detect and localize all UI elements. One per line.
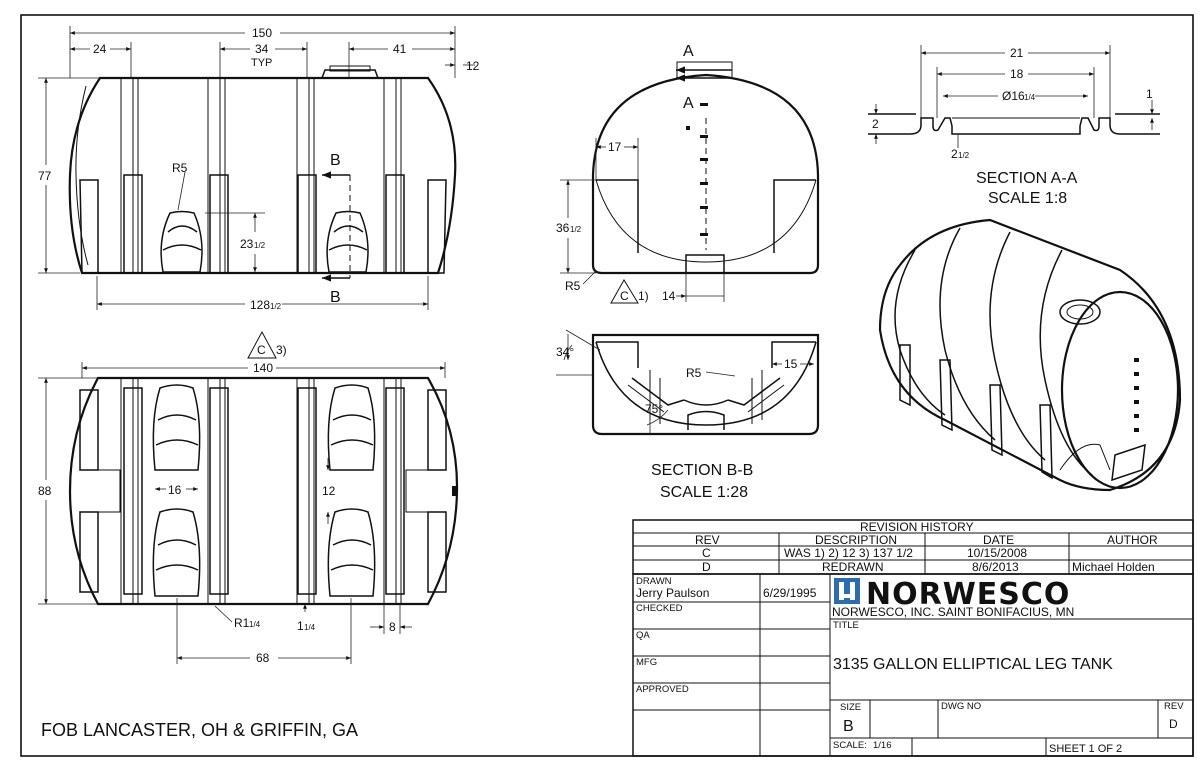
dim-8: 8 xyxy=(389,620,396,634)
dim-17: 17 xyxy=(608,140,622,154)
title-label: TITLE xyxy=(833,620,859,631)
section-b-top: B xyxy=(330,152,341,169)
revision-history-title: REVISION HISTORY xyxy=(860,520,974,534)
rev-value: D xyxy=(1169,717,1178,731)
dim-dia16: Ø16 xyxy=(1002,89,1025,103)
section-b-bottom: B xyxy=(330,289,341,306)
company-name: NORWESCO, INC. SAINT BONIFACIUS, MN xyxy=(832,605,1074,619)
drawn-by: Jerry Paulson xyxy=(636,586,709,600)
rev-row-c-rev: C xyxy=(702,546,711,560)
dim-15: 15 xyxy=(784,357,798,371)
section-a-bottom: A xyxy=(683,95,694,112)
dim-16: 16 xyxy=(168,483,182,497)
rev-header-date: DATE xyxy=(983,533,1014,547)
dim-12-top: 12 xyxy=(322,484,336,498)
rev-row-c-desc: WAS 1) 2) 12 3) 137 1/2 xyxy=(784,546,913,560)
dim-140: 140 xyxy=(253,361,273,375)
dim-14: 14 xyxy=(662,289,676,303)
size-value: B xyxy=(843,718,854,735)
dim-dia16-frac: 1/4 xyxy=(1024,93,1036,102)
norwesco-logo: NORWESCO xyxy=(834,577,1070,612)
dim-34deg: 34° xyxy=(556,345,574,359)
end-rev-tag: C xyxy=(620,289,629,303)
dim-88: 88 xyxy=(38,484,52,498)
section-bb-title: SECTION B-B xyxy=(651,462,753,479)
side-view: 150 24 34 TYP 41 12 77 xyxy=(38,26,480,312)
revision-history-table: REVISION HISTORY REV DESCRIPTION DATE AU… xyxy=(632,519,1194,575)
rev-label: REV xyxy=(1164,701,1184,712)
dim-2b: 2 xyxy=(951,147,958,161)
isometric-view xyxy=(878,218,1182,492)
top-view: C 3) 140 88 xyxy=(38,330,459,665)
scale-label: SCALE: xyxy=(833,740,867,751)
size-label: SIZE xyxy=(840,702,861,713)
top-rev-note: 3) xyxy=(276,343,287,357)
dim-23-frac: 1/2 xyxy=(254,241,266,250)
dim-75deg: 75° xyxy=(645,402,663,416)
mfg-label: MFG xyxy=(636,657,657,668)
dim-typ: TYP xyxy=(251,57,272,69)
rev-row-d-desc: REDRAWN xyxy=(822,560,884,574)
dim-24: 24 xyxy=(93,42,107,56)
drawn-date: 6/29/1995 xyxy=(763,586,817,600)
section-bb-scale: SCALE 1:28 xyxy=(660,484,748,501)
dim-150: 150 xyxy=(252,26,272,40)
section-aa: 21 18 Ø16 1/4 2 1 2 1/2 SECTION A-A SCAL… xyxy=(868,45,1160,207)
section-aa-scale: SCALE 1:8 xyxy=(988,190,1067,207)
rev-row-c-date: 10/15/2008 xyxy=(967,546,1027,560)
top-rev-tag: C xyxy=(257,343,266,357)
dim-21: 21 xyxy=(1010,46,1024,60)
rev-header-rev: REV xyxy=(695,533,720,547)
sheet-border xyxy=(20,14,1194,757)
logo-text: NORWESCO xyxy=(866,577,1070,612)
sheet-number: SHEET 1 OF 2 xyxy=(1049,743,1122,755)
dim-41: 41 xyxy=(393,42,407,56)
end-rev-note: 1) xyxy=(638,289,649,303)
dim-68: 68 xyxy=(256,651,270,665)
drawn-label: DRAWN xyxy=(636,576,672,587)
approved-label: APPROVED xyxy=(636,684,689,695)
dim-18: 18 xyxy=(1010,67,1024,81)
dwg-no-label: DWG NO xyxy=(941,701,981,712)
dim-1-frac: 1/4 xyxy=(304,623,316,632)
checked-label: CHECKED xyxy=(636,603,683,614)
rev-row-d-rev: D xyxy=(702,560,711,574)
rev-row-d-date: 8/6/2013 xyxy=(972,560,1019,574)
dim-128-frac: 1/2 xyxy=(270,302,282,311)
dim-36: 36 xyxy=(556,221,570,235)
dim-r5-side: R5 xyxy=(172,161,188,175)
dim-2: 2 xyxy=(872,117,879,131)
dim-23: 23 xyxy=(240,237,254,251)
fob-note: FOB LANCASTER, OH & GRIFFIN, GA xyxy=(41,720,358,740)
section-a-top: A xyxy=(683,43,694,60)
rev-header-description: DESCRIPTION xyxy=(815,533,897,547)
dim-2b-frac: 1/2 xyxy=(958,151,970,160)
dim-1-aa: 1 xyxy=(1146,87,1153,101)
qa-label: QA xyxy=(636,630,650,641)
section-bb: 34° R5 15 75° SECTION B-B SCALE 1:28 xyxy=(556,329,820,501)
dim-1: 1 xyxy=(297,619,304,633)
dim-34: 34 xyxy=(255,42,269,56)
drawing-title: 3135 GALLON ELLIPTICAL LEG TANK xyxy=(833,656,1113,673)
section-aa-title: SECTION A-A xyxy=(976,170,1078,187)
dim-r1-frac: 1/4 xyxy=(249,620,261,629)
scale-value: 1/16 xyxy=(873,740,892,751)
end-view: A A 17 3 xyxy=(556,43,820,304)
dim-77: 77 xyxy=(38,169,52,183)
dim-r5-bb: R5 xyxy=(686,366,702,380)
title-block: DRAWN Jerry Paulson 6/29/1995 CHECKED QA… xyxy=(632,573,1194,757)
rev-row-d-author: Michael Holden xyxy=(1072,560,1155,574)
dim-r1: R1 xyxy=(234,616,250,630)
dim-12-side: 12 xyxy=(466,59,480,73)
dim-r5-end: R5 xyxy=(565,279,581,293)
dim-128: 128 xyxy=(250,298,270,312)
rev-header-author: AUTHOR xyxy=(1107,533,1158,547)
dim-36-frac: 1/2 xyxy=(570,225,582,234)
